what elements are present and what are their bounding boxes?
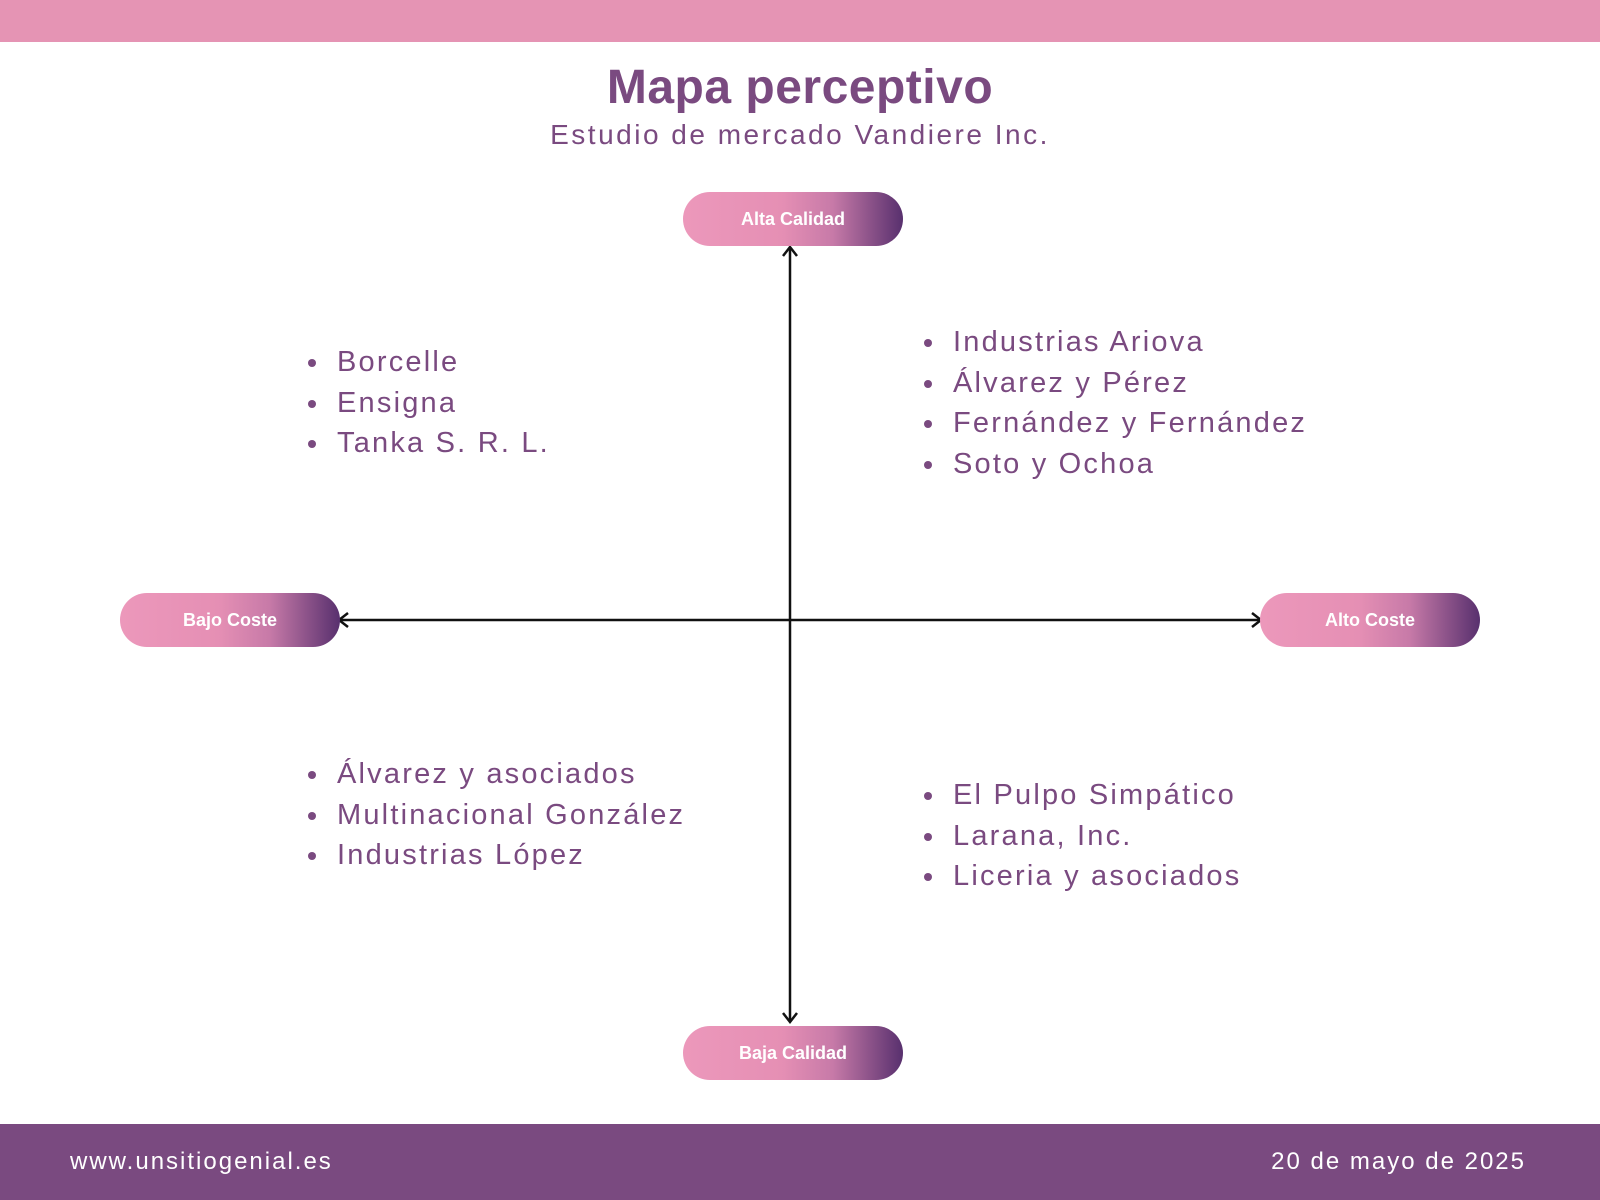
quadrant-bottom-right-list: El Pulpo Simpático Larana, Inc. Liceria … bbox=[924, 775, 1424, 897]
label-low-cost: Bajo Coste bbox=[120, 593, 340, 647]
label-high-quality-text: Alta Calidad bbox=[740, 208, 846, 229]
list-item: Ensigna bbox=[308, 383, 728, 424]
arrow-down-head bbox=[782, 1012, 798, 1025]
list-item: Borcelle bbox=[308, 342, 728, 383]
list-item: El Pulpo Simpático bbox=[924, 775, 1424, 816]
quadrant-top-left-list: Borcelle Ensigna Tanka S. R. L. bbox=[308, 342, 728, 464]
list-item: Liceria y asociados bbox=[924, 856, 1424, 897]
label-low-quality: Baja Calidad bbox=[683, 1026, 903, 1080]
label-high-cost: Alto Coste bbox=[1260, 593, 1480, 647]
quadrant-bottom-left-list: Álvarez y asociados Multinacional Gonzál… bbox=[308, 754, 698, 876]
list-item: Larana, Inc. bbox=[924, 816, 1424, 857]
list-item: Álvarez y Pérez bbox=[924, 363, 1484, 404]
quadrant-top-right-list: Industrias Ariova Álvarez y Pérez Fernán… bbox=[924, 322, 1484, 484]
footer-bar: www.unsitiogenial.es 20 de mayo de 2025 bbox=[0, 1124, 1600, 1200]
list-item: Fernández y Fernández bbox=[924, 403, 1484, 444]
list-item: Tanka S. R. L. bbox=[308, 423, 728, 464]
label-high-quality: Alta Calidad bbox=[683, 192, 903, 246]
footer-date: 20 de mayo de 2025 bbox=[1271, 1148, 1526, 1175]
list-item: Industrias Ariova bbox=[924, 322, 1484, 363]
label-low-cost-text: Bajo Coste bbox=[182, 609, 278, 630]
page-title: Mapa perceptivo bbox=[606, 61, 994, 114]
label-high-cost-text: Alto Coste bbox=[1325, 609, 1415, 630]
label-low-quality-text: Baja Calidad bbox=[738, 1042, 848, 1063]
footer-website: www.unsitiogenial.es bbox=[70, 1148, 333, 1175]
list-item: Soto y Ochoa bbox=[924, 444, 1484, 485]
list-item: Industrias López bbox=[308, 835, 698, 876]
top-accent-band bbox=[0, 0, 1600, 42]
page-subtitle: Estudio de mercado Vandiere Inc. bbox=[550, 119, 1050, 150]
list-item: Multinacional González bbox=[308, 795, 698, 836]
arrow-up-head bbox=[782, 244, 798, 257]
list-item: Álvarez y asociados bbox=[308, 754, 698, 795]
